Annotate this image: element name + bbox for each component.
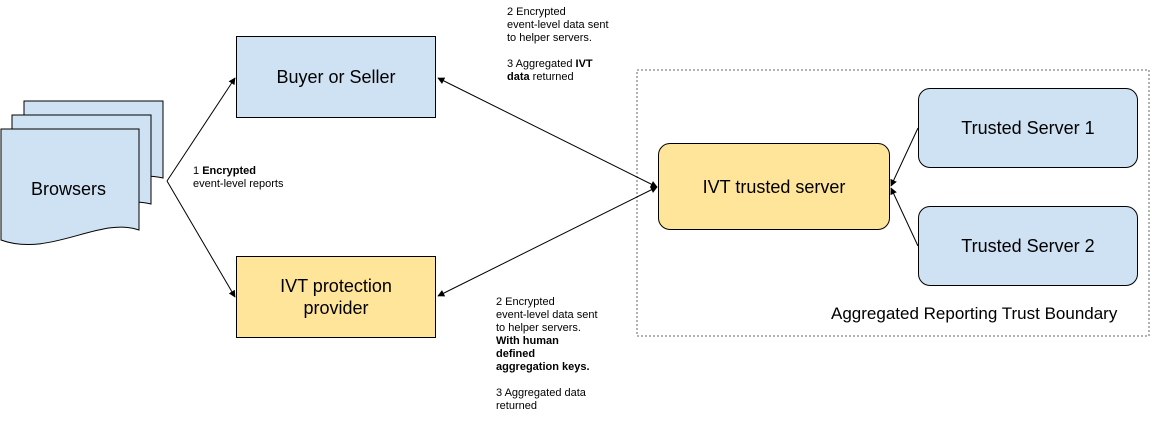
note-bottom-line2: event-level data sent [496,309,598,321]
arrow-ts2-to-ivt-server [890,187,919,247]
browsers-stack-icon [0,100,164,245]
arrow-buyer-ivt-server [437,77,658,188]
note-top-line5-bold: data [507,71,530,83]
note-encrypted-reports: 1 Encrypted event-level reports [193,165,284,191]
trusted-server-1-node: Trusted Server 1 [918,88,1138,168]
arrow-provider-ivt-server [437,186,658,297]
buyer-seller-node: Buyer or Seller [236,36,436,118]
note-bottom-flow: 2 Encrypted event-level data sent to hel… [496,296,598,413]
note-reports-num: 1 [193,165,203,177]
note-bottom-line4: With human [496,335,559,347]
note-bottom-line5: defined [496,348,536,360]
note-reports-bold: Encrypted [202,165,256,177]
arrow-browsers-to-ivt-provider [166,180,236,298]
note-top-line3: to helper servers. [507,32,592,44]
note-top-line1: 2 Encrypted [507,6,566,18]
note-top-line4-bold: IVT [575,58,593,70]
note-top-flow: 2 Encrypted event-level data sent to hel… [507,6,609,84]
note-bottom-line6: aggregation keys. [496,361,590,373]
trust-boundary [636,69,1150,337]
note-reports-rest: event-level reports [193,178,284,190]
arrow-browsers-to-buyer [166,77,236,182]
ivt-protection-provider-node: IVT protection provider [236,256,436,338]
ivt-trusted-server-node: IVT trusted server [658,143,890,230]
note-top-line2: event-level data sent [507,19,609,31]
note-top-line4-plain: 3 Aggregated [507,58,576,70]
browsers-label: Browsers [31,179,107,199]
note-top-line5-plain: returned [529,71,574,83]
arrow-ts1-to-ivt-server [890,127,919,187]
note-bottom-line8: returned [496,400,537,412]
note-bottom-line3: to helper servers. [496,322,581,334]
trust-boundary-label: Aggregated Reporting Trust Boundary [831,304,1118,323]
trusted-server-2-node: Trusted Server 2 [918,206,1138,286]
note-bottom-line1: 2 Encrypted [496,296,555,308]
note-bottom-line7: 3 Aggregated data [496,387,586,399]
